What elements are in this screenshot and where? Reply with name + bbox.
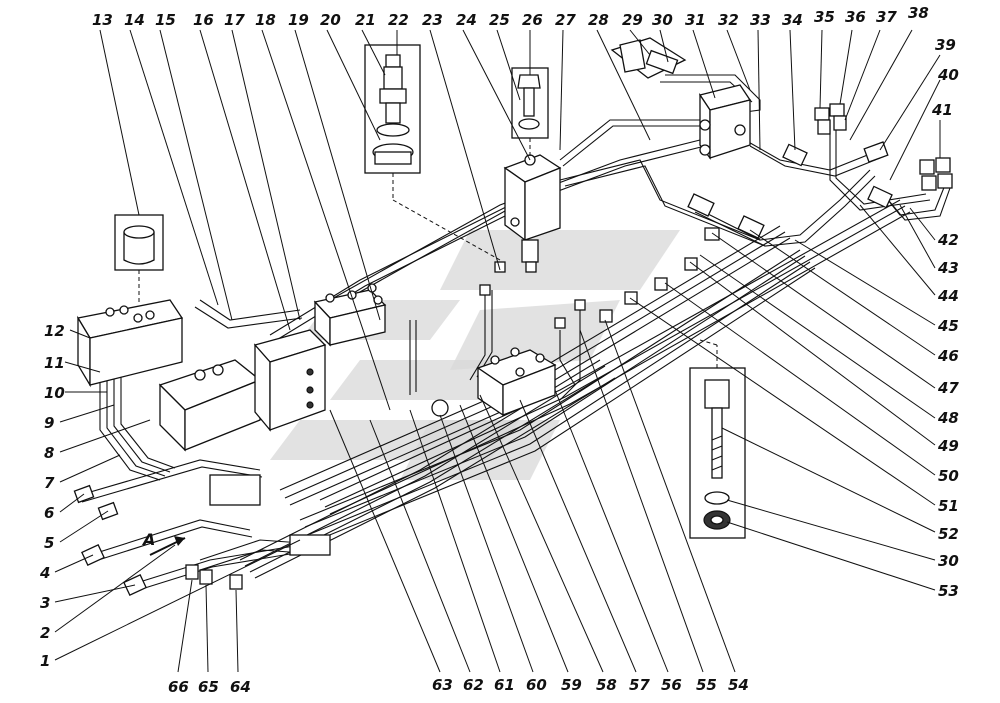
view-label-A: A	[141, 530, 155, 549]
callouts-right: 42 43 44 45 46 47 48 49 50 51 52 30 53	[937, 231, 959, 600]
callout-63: 63	[432, 676, 453, 694]
callout-24: 24	[456, 11, 477, 29]
callouts-top: 13 14 15 16 17 18 19 20 21 22 23 24 25 2…	[92, 4, 959, 119]
callout-60: 60	[526, 676, 547, 694]
callout-6: 6	[44, 504, 54, 522]
callout-12: 12	[44, 322, 65, 340]
callout-65: 65	[198, 678, 219, 696]
callout-7: 7	[44, 474, 55, 492]
component-19-block	[313, 283, 387, 347]
component-valve-block-59	[431, 347, 557, 417]
callout-34: 34	[782, 11, 803, 29]
callout-22: 22	[388, 11, 409, 29]
callout-2: 2	[40, 624, 50, 642]
callout-29: 29	[622, 11, 643, 29]
callout-62: 62	[463, 676, 484, 694]
callout-11: 11	[44, 354, 65, 372]
callout-15: 15	[155, 11, 176, 29]
callout-31: 31	[685, 11, 706, 29]
callout-40: 40	[937, 66, 959, 84]
callout-37: 37	[876, 8, 897, 26]
component-41-fittings	[919, 157, 953, 191]
callout-8: 8	[44, 444, 54, 462]
callout-4: 4	[39, 564, 50, 582]
callout-55: 55	[696, 676, 717, 694]
callouts-bottom: 66 65 64 63 62 61 60 59 58 57 56 55 54	[168, 676, 749, 696]
callout-42: 42	[937, 231, 959, 249]
callout-20: 20	[320, 11, 341, 29]
callout-18: 18	[255, 11, 276, 29]
callout-30-top: 30	[652, 11, 673, 29]
leader-lines	[54, 29, 941, 673]
callout-27: 27	[555, 11, 576, 29]
callout-44: 44	[937, 287, 959, 305]
callout-45: 45	[937, 317, 959, 335]
callout-9: 9	[44, 414, 54, 432]
component-12-box	[76, 299, 184, 388]
callout-10: 10	[44, 384, 65, 402]
callout-49: 49	[937, 437, 959, 455]
component-31-block	[698, 84, 752, 160]
callouts-left: 12 11 10 9 8 7 6 5 4 3 2 1	[39, 322, 65, 670]
callout-61: 61	[494, 676, 515, 694]
callout-14: 14	[124, 11, 145, 29]
callout-19: 19	[288, 11, 309, 29]
callout-53: 53	[938, 582, 959, 600]
callout-43: 43	[937, 259, 959, 277]
callout-46: 46	[937, 347, 959, 365]
callout-13: 13	[92, 11, 113, 29]
callout-33: 33	[750, 11, 771, 29]
pipe-bundle-main	[79, 74, 951, 593]
component-24-valve	[503, 154, 562, 273]
callout-26: 26	[522, 11, 543, 29]
callout-64: 64	[230, 678, 251, 696]
callout-16: 16	[193, 11, 214, 29]
callout-17: 17	[224, 11, 245, 29]
callout-5: 5	[44, 534, 54, 552]
callout-35: 35	[814, 8, 835, 26]
component-22-fitting-detail	[364, 44, 501, 261]
callout-23: 23	[422, 11, 443, 29]
callout-48: 48	[937, 409, 959, 427]
component-29-fitting	[610, 37, 687, 79]
callout-59: 59	[561, 676, 582, 694]
callout-51: 51	[938, 497, 959, 515]
component-35-36-fittings	[814, 103, 847, 135]
callout-50: 50	[938, 467, 959, 485]
component-valve-block-left	[158, 359, 262, 452]
callout-28: 28	[588, 11, 609, 29]
callout-39: 39	[935, 36, 956, 54]
callout-32: 32	[718, 11, 739, 29]
callout-41: 41	[931, 101, 953, 119]
component-52-bolt-detail	[689, 339, 746, 539]
callout-54: 54	[728, 676, 749, 694]
callout-52: 52	[938, 525, 959, 543]
callout-66: 66	[168, 678, 189, 696]
component-13-cap	[114, 214, 164, 305]
callout-56: 56	[661, 676, 682, 694]
callout-25: 25	[489, 11, 510, 29]
callout-38: 38	[908, 4, 929, 22]
callout-58: 58	[596, 676, 617, 694]
callout-21: 21	[355, 11, 376, 29]
callout-57: 57	[629, 676, 650, 694]
callout-30-right: 30	[938, 552, 959, 570]
callout-1: 1	[40, 652, 50, 670]
component-17-block	[253, 329, 327, 432]
component-26-bolt-detail	[511, 67, 549, 158]
callout-3: 3	[40, 594, 50, 612]
view-arrow-A: A	[141, 530, 186, 556]
callout-47: 47	[937, 379, 959, 397]
callout-36: 36	[845, 8, 866, 26]
